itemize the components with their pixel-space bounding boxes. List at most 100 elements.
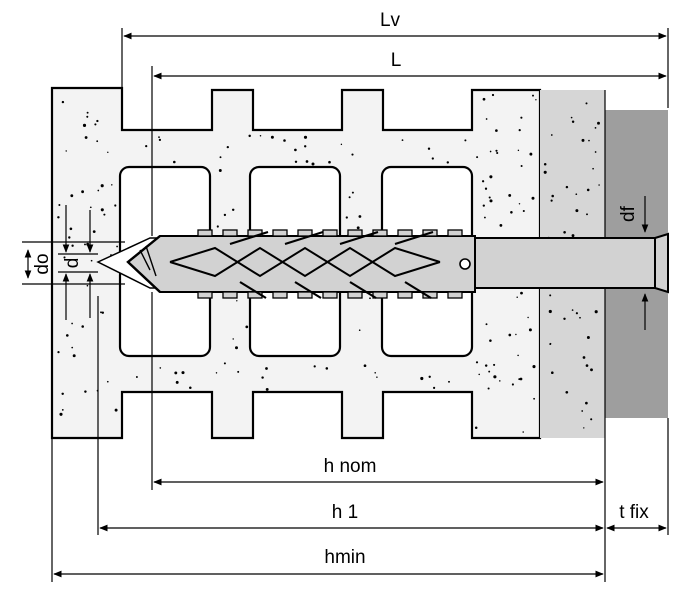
anchor-tooth: [447, 229, 463, 237]
speckle: [57, 350, 60, 354]
speckle: [583, 427, 585, 429]
speckle: [548, 309, 552, 314]
anchor-fin: [339, 230, 379, 246]
speckle: [363, 364, 367, 368]
speckle: [181, 371, 185, 375]
speckle: [575, 193, 578, 196]
anchor-tooth: [297, 291, 313, 299]
speckle: [216, 225, 219, 228]
speckle: [82, 123, 87, 127]
speckle: [106, 380, 109, 383]
speckle: [303, 135, 308, 139]
speckle: [89, 206, 92, 209]
speckle: [71, 346, 74, 349]
speckle: [100, 208, 104, 212]
speckle: [488, 196, 491, 199]
speckle: [482, 97, 486, 101]
speckle: [543, 170, 547, 174]
speckle: [100, 184, 104, 188]
speckle: [58, 203, 61, 207]
speckle: [518, 128, 521, 132]
speckle: [174, 371, 178, 375]
speckle: [111, 184, 113, 186]
anchor-tooth: [197, 291, 213, 299]
speckle: [245, 325, 249, 329]
speckle: [96, 140, 99, 143]
speckle: [446, 161, 449, 164]
speckle: [581, 138, 585, 142]
speckle: [590, 368, 593, 372]
speckle: [68, 236, 71, 239]
speckle: [489, 175, 493, 179]
speckle: [570, 116, 573, 119]
speckle: [71, 322, 73, 325]
speckle: [575, 312, 578, 315]
speckle: [517, 354, 519, 357]
speckle: [283, 139, 286, 142]
speckle: [223, 362, 226, 365]
speckle: [231, 208, 235, 212]
speckle: [135, 376, 138, 378]
speckle: [356, 226, 360, 230]
speckle: [311, 162, 315, 166]
speckle: [571, 120, 575, 123]
speckle: [401, 139, 404, 141]
speckle: [69, 227, 73, 231]
speckle: [493, 375, 497, 379]
speckle: [493, 363, 496, 366]
speckle: [481, 180, 485, 183]
speckle: [496, 151, 499, 155]
speckle: [522, 209, 525, 213]
speckle: [348, 196, 351, 199]
speckle: [550, 199, 553, 202]
speckle: [218, 169, 222, 172]
speckle: [189, 386, 192, 390]
speckle: [510, 211, 513, 214]
speckle: [476, 156, 479, 159]
anchor-fin: [229, 230, 269, 246]
speckle: [158, 136, 160, 138]
speckle: [90, 259, 93, 262]
speckle: [433, 386, 436, 389]
speckle: [499, 380, 501, 382]
speckle: [448, 380, 450, 383]
speckle: [103, 213, 106, 216]
speckle: [351, 191, 354, 194]
speckle: [236, 300, 238, 302]
speckle: [101, 311, 105, 314]
speckle: [358, 215, 362, 218]
frame-anchor: [126, 229, 669, 299]
dimension-h1-label: h 1: [332, 502, 358, 523]
speckle: [565, 390, 569, 394]
anchor-tooth: [347, 229, 363, 237]
speckle: [528, 328, 532, 332]
speckle: [484, 364, 488, 367]
anchor-tooth: [347, 291, 363, 299]
speckle: [508, 333, 512, 337]
speckle: [594, 151, 597, 153]
speckle: [340, 143, 343, 146]
speckle: [294, 148, 297, 152]
speckle: [581, 410, 584, 412]
speckle: [86, 242, 90, 246]
speckle: [563, 231, 566, 234]
speckle: [475, 361, 479, 364]
speckle: [223, 213, 227, 217]
speckle: [592, 167, 594, 170]
speckle: [81, 190, 84, 194]
speckle: [270, 135, 274, 139]
speckle: [588, 139, 590, 142]
speckle: [86, 284, 89, 287]
speckle: [226, 145, 229, 149]
speckle: [72, 354, 76, 358]
speckle: [520, 164, 523, 168]
speckle: [495, 149, 498, 152]
speckle: [65, 150, 67, 152]
speckle: [575, 209, 579, 213]
speckle: [116, 245, 119, 248]
speckle: [590, 418, 593, 421]
speckle: [61, 408, 64, 411]
speckle: [488, 370, 491, 373]
speckle: [543, 163, 547, 166]
